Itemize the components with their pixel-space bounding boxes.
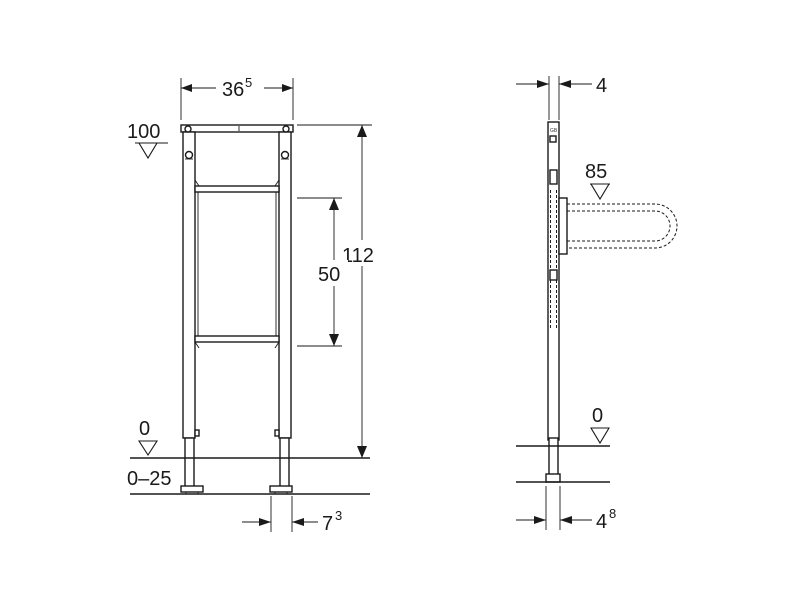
- rail-marking: GB: [550, 128, 558, 134]
- left-fixing-bracket: [184, 150, 194, 160]
- left-adjustable-leg: [184, 437, 195, 489]
- frame-crossbar-lower: [194, 335, 280, 343]
- side-level-mark-0: 0: [590, 405, 610, 445]
- height-112-dimension: 112: [297, 124, 384, 458]
- width-label: 36: [222, 79, 244, 101]
- frame-top-rail: [180, 124, 294, 133]
- level-85-label: 85: [585, 161, 607, 183]
- left-foot-plate: [180, 485, 204, 493]
- height-50-dimension: 50: [297, 197, 348, 347]
- front-view: 36 5 100: [127, 75, 384, 535]
- height-112-label: 112: [342, 245, 374, 267]
- depth-bottom-label: 4: [596, 511, 607, 533]
- depth-top-label: 4: [596, 75, 607, 97]
- handle-bracket: [558, 197, 568, 255]
- foot-dimension: 7 3: [242, 496, 342, 535]
- height-50-label: 50: [318, 264, 340, 286]
- width-label-sup: 5: [245, 75, 252, 90]
- right-adjustable-leg: [279, 437, 290, 489]
- grab-bar-outline: [567, 203, 678, 249]
- depth-bottom-dimension: 4 8: [516, 486, 616, 533]
- depth-top-dimension: 4: [516, 75, 607, 120]
- side-view: 4 GB 85 0: [516, 75, 678, 533]
- side-adjustable-leg: [548, 437, 559, 477]
- side-level-0-label: 0: [592, 405, 603, 427]
- level-mark-0: 0: [137, 418, 159, 457]
- frame-left-upright: [182, 131, 196, 439]
- level-100-label: 100: [127, 121, 160, 143]
- frame-right-upright: [278, 131, 292, 439]
- foot-label: 7: [322, 513, 333, 535]
- side-foot-plate: [545, 473, 561, 483]
- frame-crossbar-upper: [194, 185, 280, 193]
- right-foot-plate: [269, 485, 293, 493]
- width-dimension: 36 5: [180, 75, 294, 120]
- level-0-label: 0: [139, 418, 150, 440]
- level-mark-100: 100: [127, 121, 168, 160]
- level-mark-85: 85: [585, 161, 610, 201]
- right-fixing-bracket: [280, 150, 290, 160]
- foot-label-sup: 3: [335, 508, 342, 523]
- floor-range-label: 0–25: [127, 468, 172, 490]
- depth-bottom-label-sup: 8: [609, 506, 616, 521]
